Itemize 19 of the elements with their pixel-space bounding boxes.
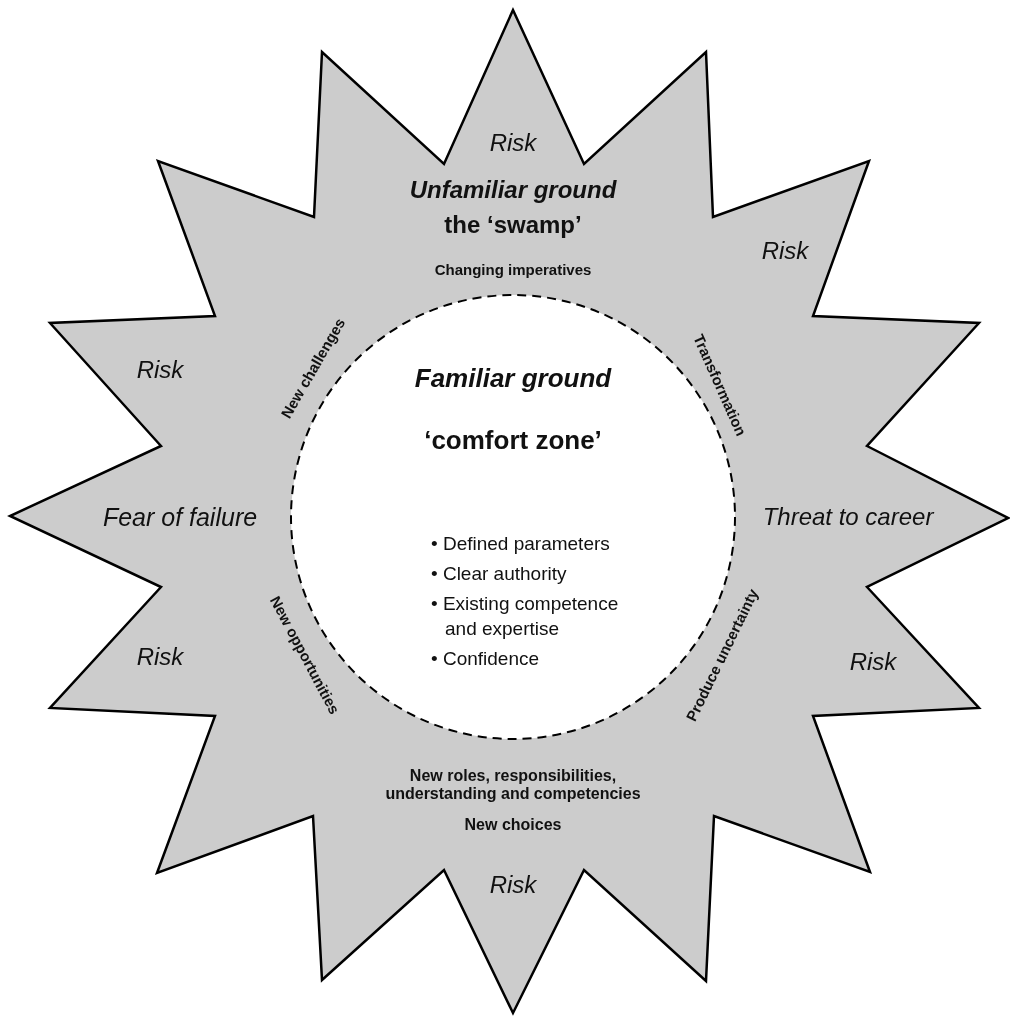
zone-label: Risk bbox=[489, 871, 537, 899]
zone-label: Unfamiliar ground bbox=[409, 176, 617, 204]
zone-label: Risk bbox=[136, 643, 184, 671]
zone-label: Risk bbox=[849, 648, 897, 676]
bullet-item: • Clear authority bbox=[431, 562, 568, 586]
zone-label: Threat to career bbox=[762, 503, 934, 531]
zone-text: Changing imperatives bbox=[434, 261, 592, 279]
bullet-item: • Defined parameters bbox=[431, 532, 611, 556]
bullet-item: • Confidence bbox=[431, 647, 541, 671]
zone-text: New choices bbox=[464, 815, 562, 835]
zone-label: Risk bbox=[489, 129, 537, 157]
zone-label: Risk bbox=[136, 356, 184, 384]
zone-label: Fear of failure bbox=[102, 502, 258, 532]
zone-text: New roles, responsibilities, understanding and competencies bbox=[384, 766, 642, 804]
bullet-item: • Existing competence and expertise bbox=[431, 592, 620, 641]
zone-text: ‘comfort zone’ bbox=[424, 426, 602, 456]
zone-label: Risk bbox=[761, 237, 809, 265]
zone-text: the ‘swamp’ bbox=[444, 211, 582, 239]
zone-label: Familiar ground bbox=[414, 364, 612, 394]
